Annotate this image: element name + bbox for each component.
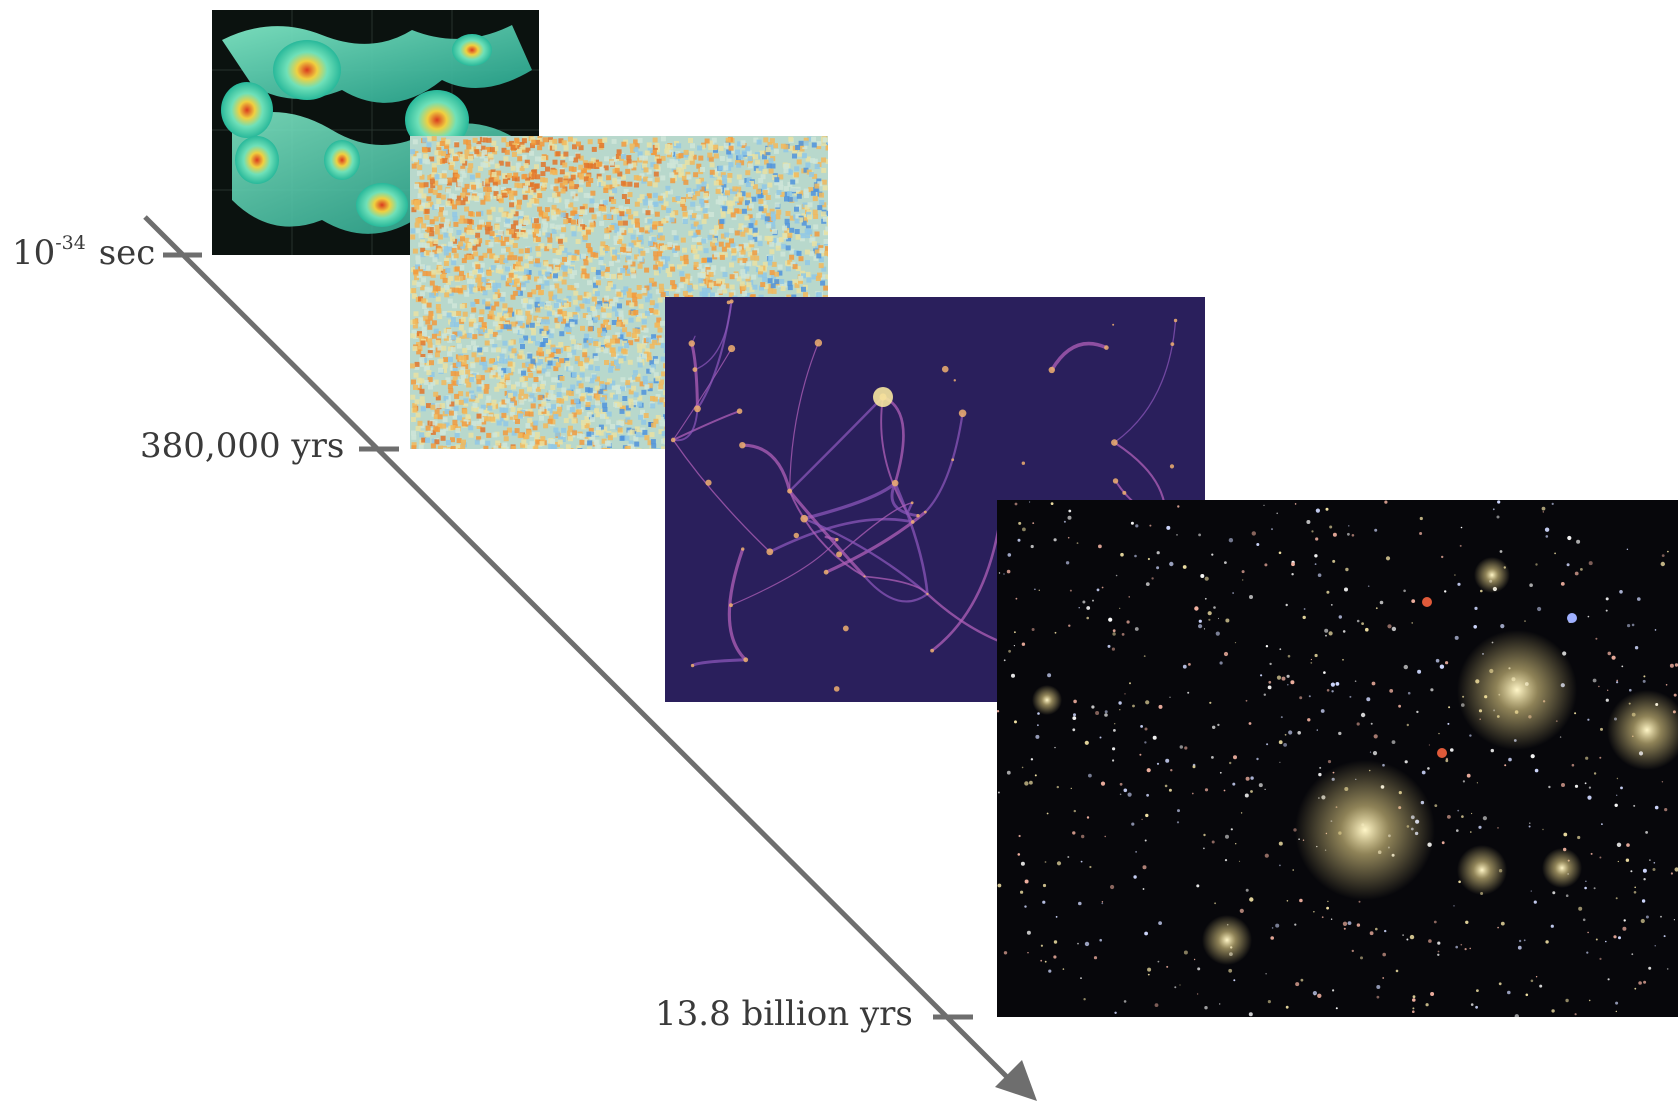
label-today: 13.8 billion yrs bbox=[655, 994, 913, 1034]
cmb-map-panel bbox=[410, 136, 828, 449]
timeline-arrow-head bbox=[995, 1060, 1037, 1101]
label-inflation-unit: sec bbox=[98, 233, 156, 273]
inflation-fluctuations-panel bbox=[212, 10, 539, 255]
timeline-arrow-shaft bbox=[143, 215, 1012, 1082]
label-inflation-base: 10 bbox=[12, 233, 56, 273]
label-recombination: 380,000 yrs bbox=[140, 426, 345, 466]
label-inflation-exponent: -34 bbox=[55, 232, 86, 254]
galaxy-field-panel bbox=[997, 500, 1678, 1017]
label-inflation: 10-34 sec bbox=[12, 232, 155, 273]
